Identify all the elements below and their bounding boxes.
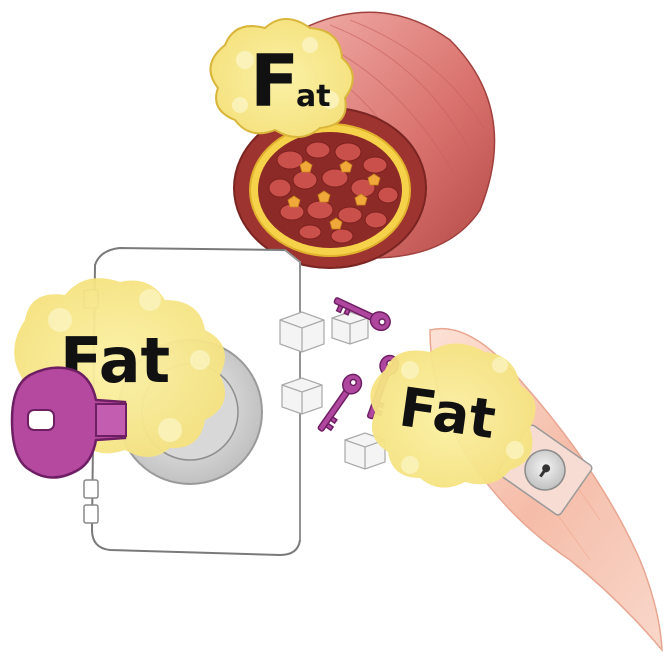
sugar-cube-icon [282,378,322,414]
vessel-fat-cluster: F at [210,19,352,137]
muscle-fat-cluster: Fat [370,344,535,488]
vessel-fat-label-big: F [250,39,299,123]
muscle-fat-label: Fat [396,375,500,451]
sugar-cube-icon [280,312,324,352]
vessel-fat-label-small: at [296,79,331,114]
